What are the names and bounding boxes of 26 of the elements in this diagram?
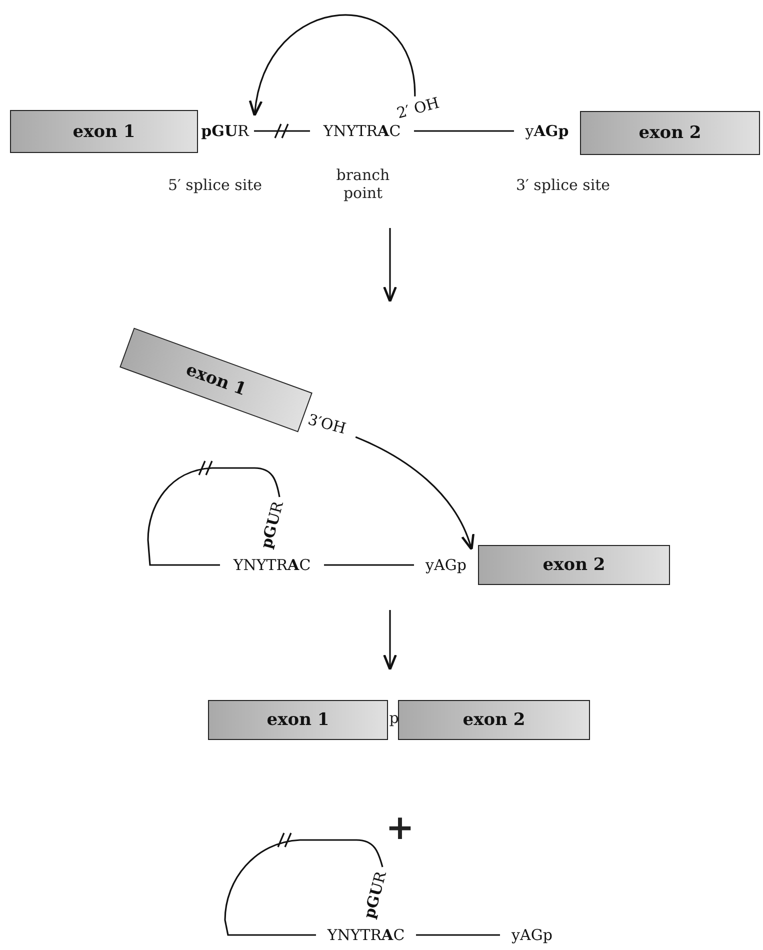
phosphate-label: p bbox=[388, 709, 400, 727]
exon-bar: exon 2 bbox=[478, 545, 670, 585]
exon-bar: exon 2 bbox=[398, 700, 590, 740]
attack-arrow bbox=[355, 436, 474, 551]
sequence-label: YNYTRAC bbox=[222, 554, 322, 576]
rna-strand-line bbox=[414, 130, 514, 132]
exon-bar: exon 1 bbox=[208, 700, 388, 740]
attack-arrow bbox=[250, 14, 416, 117]
site-label: 3′ splice site bbox=[514, 176, 612, 194]
sequence-label: pGUR bbox=[254, 496, 290, 554]
rna-strand-line bbox=[324, 564, 414, 566]
sequence-label: YNYTRAC bbox=[318, 924, 414, 946]
sequence-label: yAGp bbox=[502, 924, 562, 946]
exon-bar: exon 2 bbox=[580, 111, 760, 155]
sequence-label: yAGp bbox=[516, 120, 578, 142]
site-label: branch point bbox=[335, 166, 391, 202]
sequence-label: yAGp bbox=[416, 554, 476, 576]
rna-strand-line bbox=[416, 934, 500, 936]
rna-strand-line bbox=[147, 460, 280, 566]
rna-strand-line bbox=[224, 832, 384, 936]
site-label: 5′ splice site bbox=[166, 176, 264, 194]
sequence-label: pGUR bbox=[357, 866, 393, 924]
exon-bar: exon 1 bbox=[10, 110, 198, 153]
rna-strand-line bbox=[253, 123, 311, 139]
plus-sign: + bbox=[384, 808, 416, 849]
sequence-label: pGUR bbox=[198, 120, 252, 142]
